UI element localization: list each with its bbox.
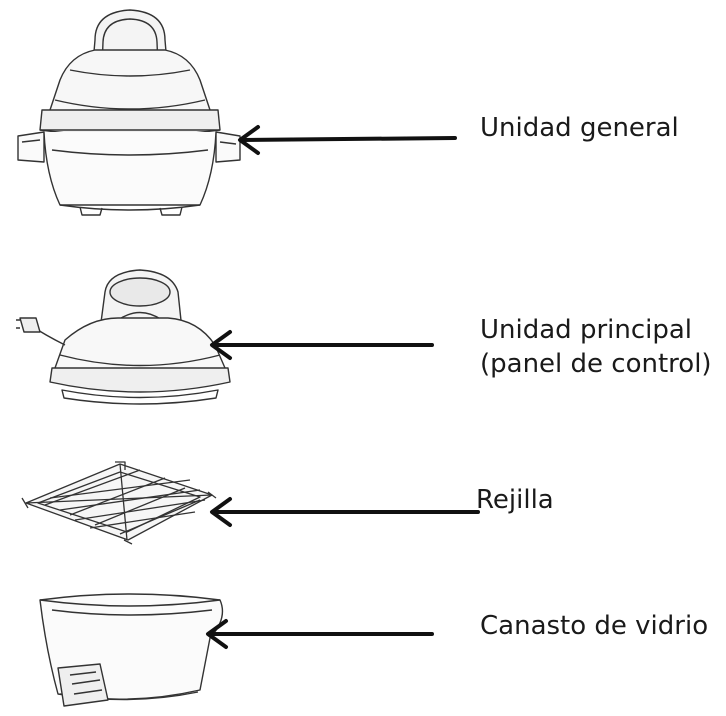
- label-main-unit: Unidad principal (panel de control): [480, 314, 712, 382]
- label-basket-text: Canasto de vidrio: [480, 611, 709, 641]
- general-unit-illustration: [17, 9, 241, 216]
- arrow-basket: [206, 619, 434, 649]
- label-rack-text: Rejilla: [476, 485, 554, 515]
- label-main-unit-line1: Unidad principal: [480, 315, 693, 345]
- arrow-rack: [210, 497, 480, 527]
- label-basket: Canasto de vidrio: [480, 610, 708, 644]
- main-unit-illustration: [16, 269, 231, 405]
- rack-illustration: [21, 461, 217, 545]
- arrow-general: [238, 125, 457, 155]
- label-general-unit-text: Unidad general: [480, 113, 679, 143]
- basket-illustration: [39, 593, 224, 707]
- label-rack: Rejilla: [476, 484, 554, 518]
- arrow-principal: [210, 330, 434, 360]
- label-general-unit: Unidad general: [480, 112, 679, 146]
- label-main-unit-line2: (panel de control): [480, 348, 712, 379]
